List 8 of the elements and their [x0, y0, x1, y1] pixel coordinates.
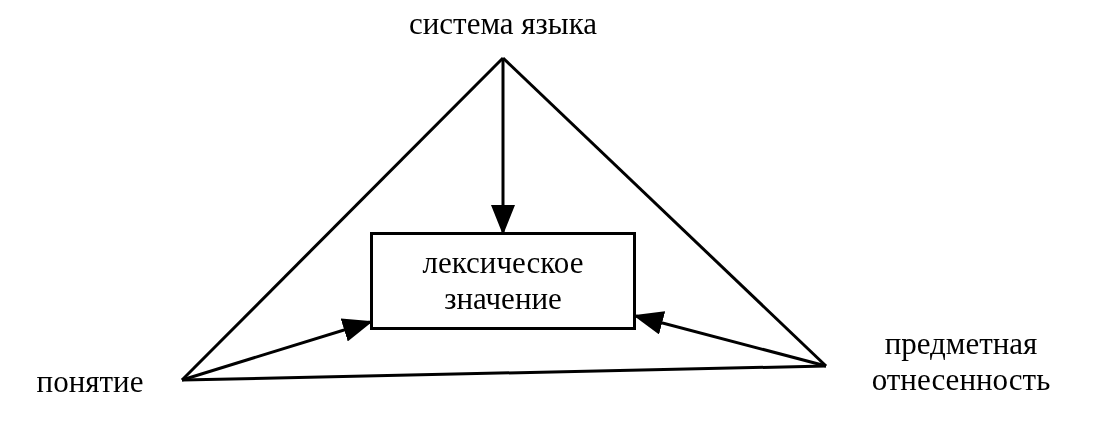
- triangle-side-line: [501, 56, 828, 368]
- vertex-label: понятие: [4, 364, 176, 410]
- triangle-side-line: [180, 56, 505, 382]
- vertex-label: предметная отнесенность: [832, 326, 1090, 418]
- vertex-label: система языка: [360, 6, 646, 56]
- triangle-side-line: [181, 364, 827, 382]
- center-box: [370, 232, 636, 330]
- box-text: лексическое значение: [421, 245, 585, 317]
